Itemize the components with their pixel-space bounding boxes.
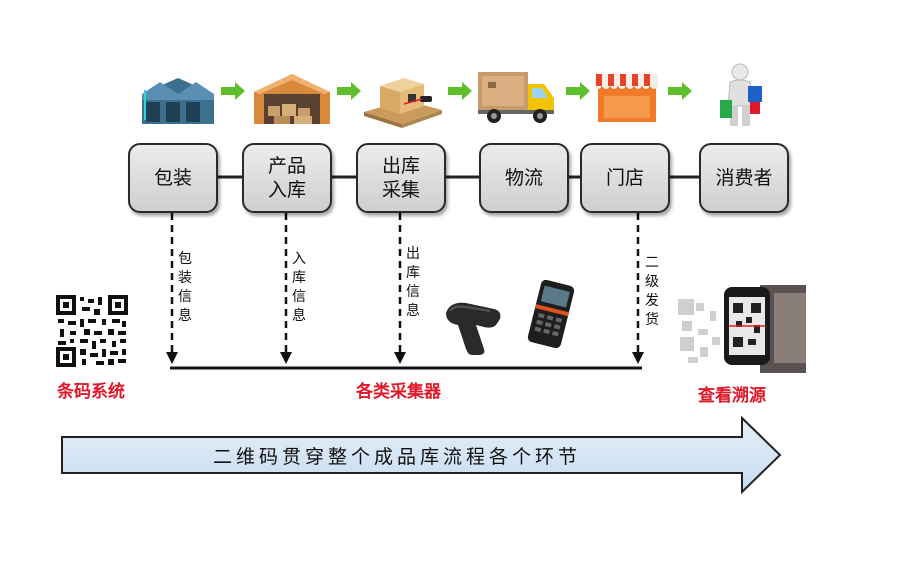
- warehouse-open-icon: [254, 74, 330, 124]
- flow-label-outbound-info: 出库信息: [406, 246, 420, 319]
- flow-label-packaging-info: 包装信息: [178, 251, 192, 324]
- stage-outbound-collection: 出库 采集: [356, 143, 446, 213]
- collectors-label: 各类采集器: [356, 382, 441, 402]
- green-arrow-icon: [221, 82, 245, 100]
- stage-logistics: 物流: [479, 143, 569, 213]
- barcode-scanner-icon: [446, 302, 501, 355]
- warehouse-icon: [142, 78, 214, 124]
- pallet-scan-icon: [364, 78, 442, 128]
- green-arrows: [221, 82, 692, 100]
- flow-label-secondary-shipping: 二级发货: [645, 255, 659, 328]
- shopper-icon: [720, 63, 762, 126]
- dashed-flow-arrowheads: [166, 352, 644, 364]
- green-arrow-icon: [566, 82, 590, 100]
- stage-packaging: 包装: [128, 143, 218, 213]
- stage-warehousing: 产品 入库: [242, 143, 332, 213]
- stage-store: 门店: [580, 143, 670, 213]
- trace-view-label: 查看溯源: [698, 386, 766, 406]
- flow-label-inbound-info: 入库信息: [292, 251, 306, 324]
- banner-arrow: [61, 415, 782, 495]
- delivery-truck-icon: [478, 72, 554, 123]
- stage-consumer: 消费者: [699, 143, 789, 213]
- pos-terminal-icon: [527, 279, 575, 349]
- banner-text: 二维码贯穿整个成品库流程各个环节: [212, 445, 581, 468]
- green-arrow-icon: [668, 82, 692, 100]
- green-arrow-icon: [337, 82, 361, 100]
- barcode-system-label: 条码系统: [57, 382, 125, 402]
- qr-code-icon: [56, 295, 128, 367]
- green-arrow-icon: [448, 82, 472, 100]
- store-icon: [594, 74, 658, 122]
- phone-scan-qr-icon: [674, 285, 806, 373]
